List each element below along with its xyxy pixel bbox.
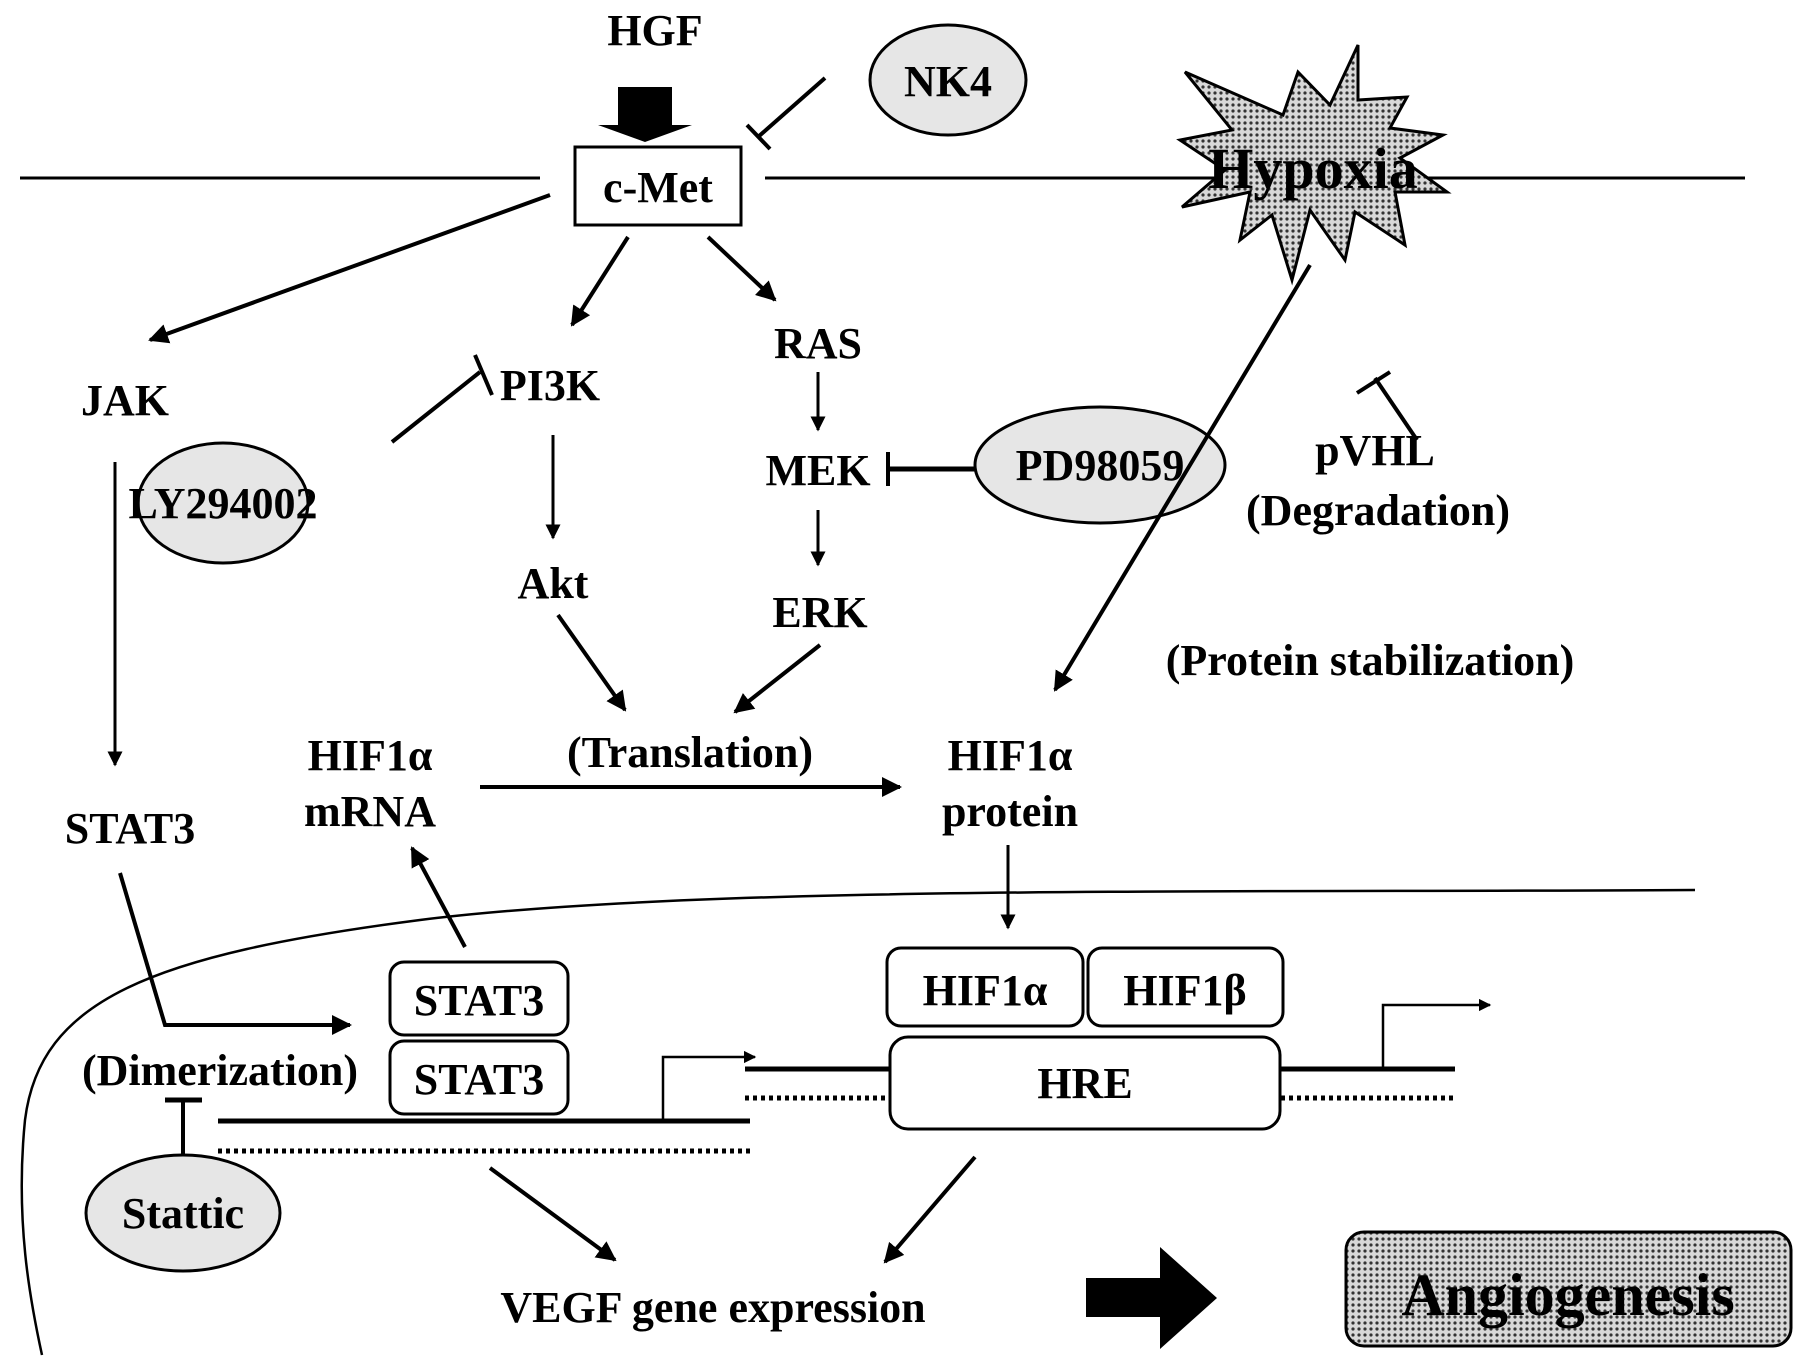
stat3-box-bottom-label: STAT3 xyxy=(414,1055,544,1104)
hif1a-box xyxy=(885,946,1085,1028)
vegf-label: VEGF gene expression xyxy=(500,1283,925,1332)
hypoxia-starburst xyxy=(1176,44,1452,286)
hre-label: HRE xyxy=(1037,1059,1132,1108)
nk4-ellipse xyxy=(868,23,1028,137)
angiogenesis-label: Angiogenesis xyxy=(1401,1262,1734,1328)
hif1a-mrna-label-line2: mRNA xyxy=(304,787,436,836)
stat3-cyto-label: STAT3 xyxy=(65,804,195,853)
angiogenesis-box xyxy=(1344,1230,1793,1348)
cmet-label: c-Met xyxy=(603,163,713,212)
hif1a-mrna-label-line1: HIF1α xyxy=(308,731,433,780)
stat3-box-top xyxy=(388,960,570,1037)
stat3-box-bottom xyxy=(388,1039,570,1116)
pd98059-label: PD98059 xyxy=(1016,441,1185,490)
jak-label: JAK xyxy=(81,376,169,425)
degradation-label: (Degradation) xyxy=(1246,486,1510,535)
erk-to-translation-arrow xyxy=(733,643,822,714)
pvhl-inhibition-bar xyxy=(1355,370,1392,395)
dimerization-label: (Dimerization) xyxy=(82,1046,358,1095)
pvhl-label: pVHL xyxy=(1315,426,1435,475)
ly294002-inhibition-bar xyxy=(473,354,494,396)
translation-label: (Translation) xyxy=(567,728,813,777)
vegf-to-angiogenesis-arrow xyxy=(1086,1247,1217,1349)
protein-stabilization-label: (Protein stabilization) xyxy=(1166,636,1575,685)
ly294002-inhibition-line xyxy=(390,370,482,444)
pvhl-inhibition-line xyxy=(1373,376,1419,442)
cmet-to-pi3k-arrow xyxy=(570,235,630,327)
erk-label: ERK xyxy=(772,588,867,637)
stat3-dna-to-vegf-arrow xyxy=(488,1166,617,1262)
akt-label: Akt xyxy=(518,559,589,608)
ly294002-ellipse xyxy=(136,441,310,565)
hre-box xyxy=(888,1035,1282,1131)
hgf-arrow xyxy=(598,87,692,142)
nuclear-membrane xyxy=(20,888,1696,1356)
ras-label: RAS xyxy=(774,319,862,368)
hypoxia-to-hif1a-protein-arrow xyxy=(1053,263,1312,692)
hif1b-box xyxy=(1086,946,1285,1028)
hgf-label: HGF xyxy=(607,6,702,55)
pi3k-label: PI3K xyxy=(500,361,600,410)
akt-to-translation-arrow xyxy=(556,613,627,712)
hif1a-protein-label-line1: HIF1α xyxy=(948,731,1073,780)
nk4-inhibition-bar xyxy=(745,123,772,151)
cmet-box xyxy=(573,145,743,227)
cmet-to-jak-arrow xyxy=(148,193,551,344)
hypoxia-label: Hypoxia xyxy=(1208,136,1418,201)
pd98059-ellipse xyxy=(973,405,1227,525)
hif1a-protein-label-line2: protein xyxy=(942,787,1078,836)
stat3-dimer-to-mrna-arrow xyxy=(410,846,467,948)
nk4-inhibition-line xyxy=(756,76,827,139)
hre-to-vegf-arrow xyxy=(883,1155,977,1264)
transcription-start-right-arrow xyxy=(1381,998,1492,1069)
cmet-to-ras-arrow xyxy=(706,235,777,302)
hif1b-box-label: HIF1β xyxy=(1123,966,1246,1015)
nk4-label: NK4 xyxy=(904,57,992,106)
hif1a-box-label: HIF1α xyxy=(923,966,1048,1015)
transcription-start-left-arrow xyxy=(661,1050,757,1121)
stattic-label: Stattic xyxy=(122,1189,244,1238)
stat3-box-top-label: STAT3 xyxy=(414,976,544,1025)
stat3-to-dimer-arrow xyxy=(118,872,352,1035)
ly294002-label: LY294002 xyxy=(128,479,317,528)
mek-label: MEK xyxy=(765,446,870,495)
